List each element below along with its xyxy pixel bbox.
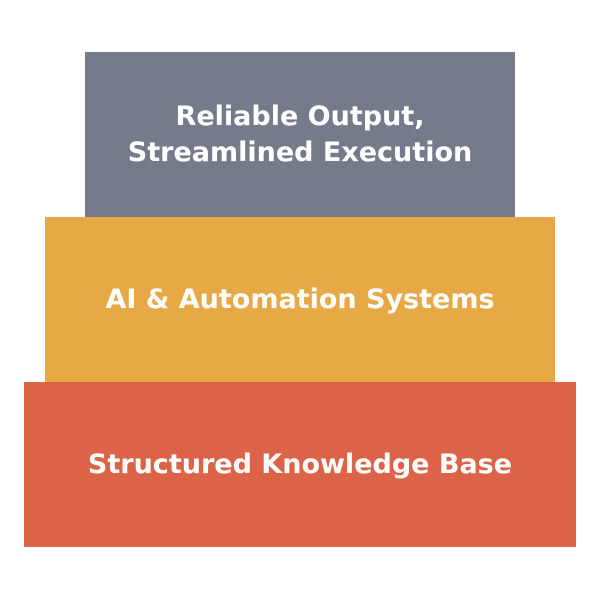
tier-knowledge-base-line-1: Structured Knowledge Base xyxy=(87,448,513,480)
tier-reliable-output-line-1: Reliable Output, xyxy=(175,101,425,133)
tier-knowledge-base-label: Structured Knowledge Base xyxy=(70,447,530,482)
tier-ai-automation-line-1: AI & Automation Systems xyxy=(105,283,495,315)
tier-reliable-output-line-2: Streamlined Execution xyxy=(127,136,473,168)
tier-ai-automation: AI & Automation Systems xyxy=(45,217,555,382)
tier-reliable-output-label: Reliable Output, Streamlined Execution xyxy=(110,99,490,169)
tier-reliable-output: Reliable Output, Streamlined Execution xyxy=(85,52,515,217)
tier-knowledge-base: Structured Knowledge Base xyxy=(24,382,576,547)
tier-ai-automation-label: AI & Automation Systems xyxy=(87,282,512,317)
